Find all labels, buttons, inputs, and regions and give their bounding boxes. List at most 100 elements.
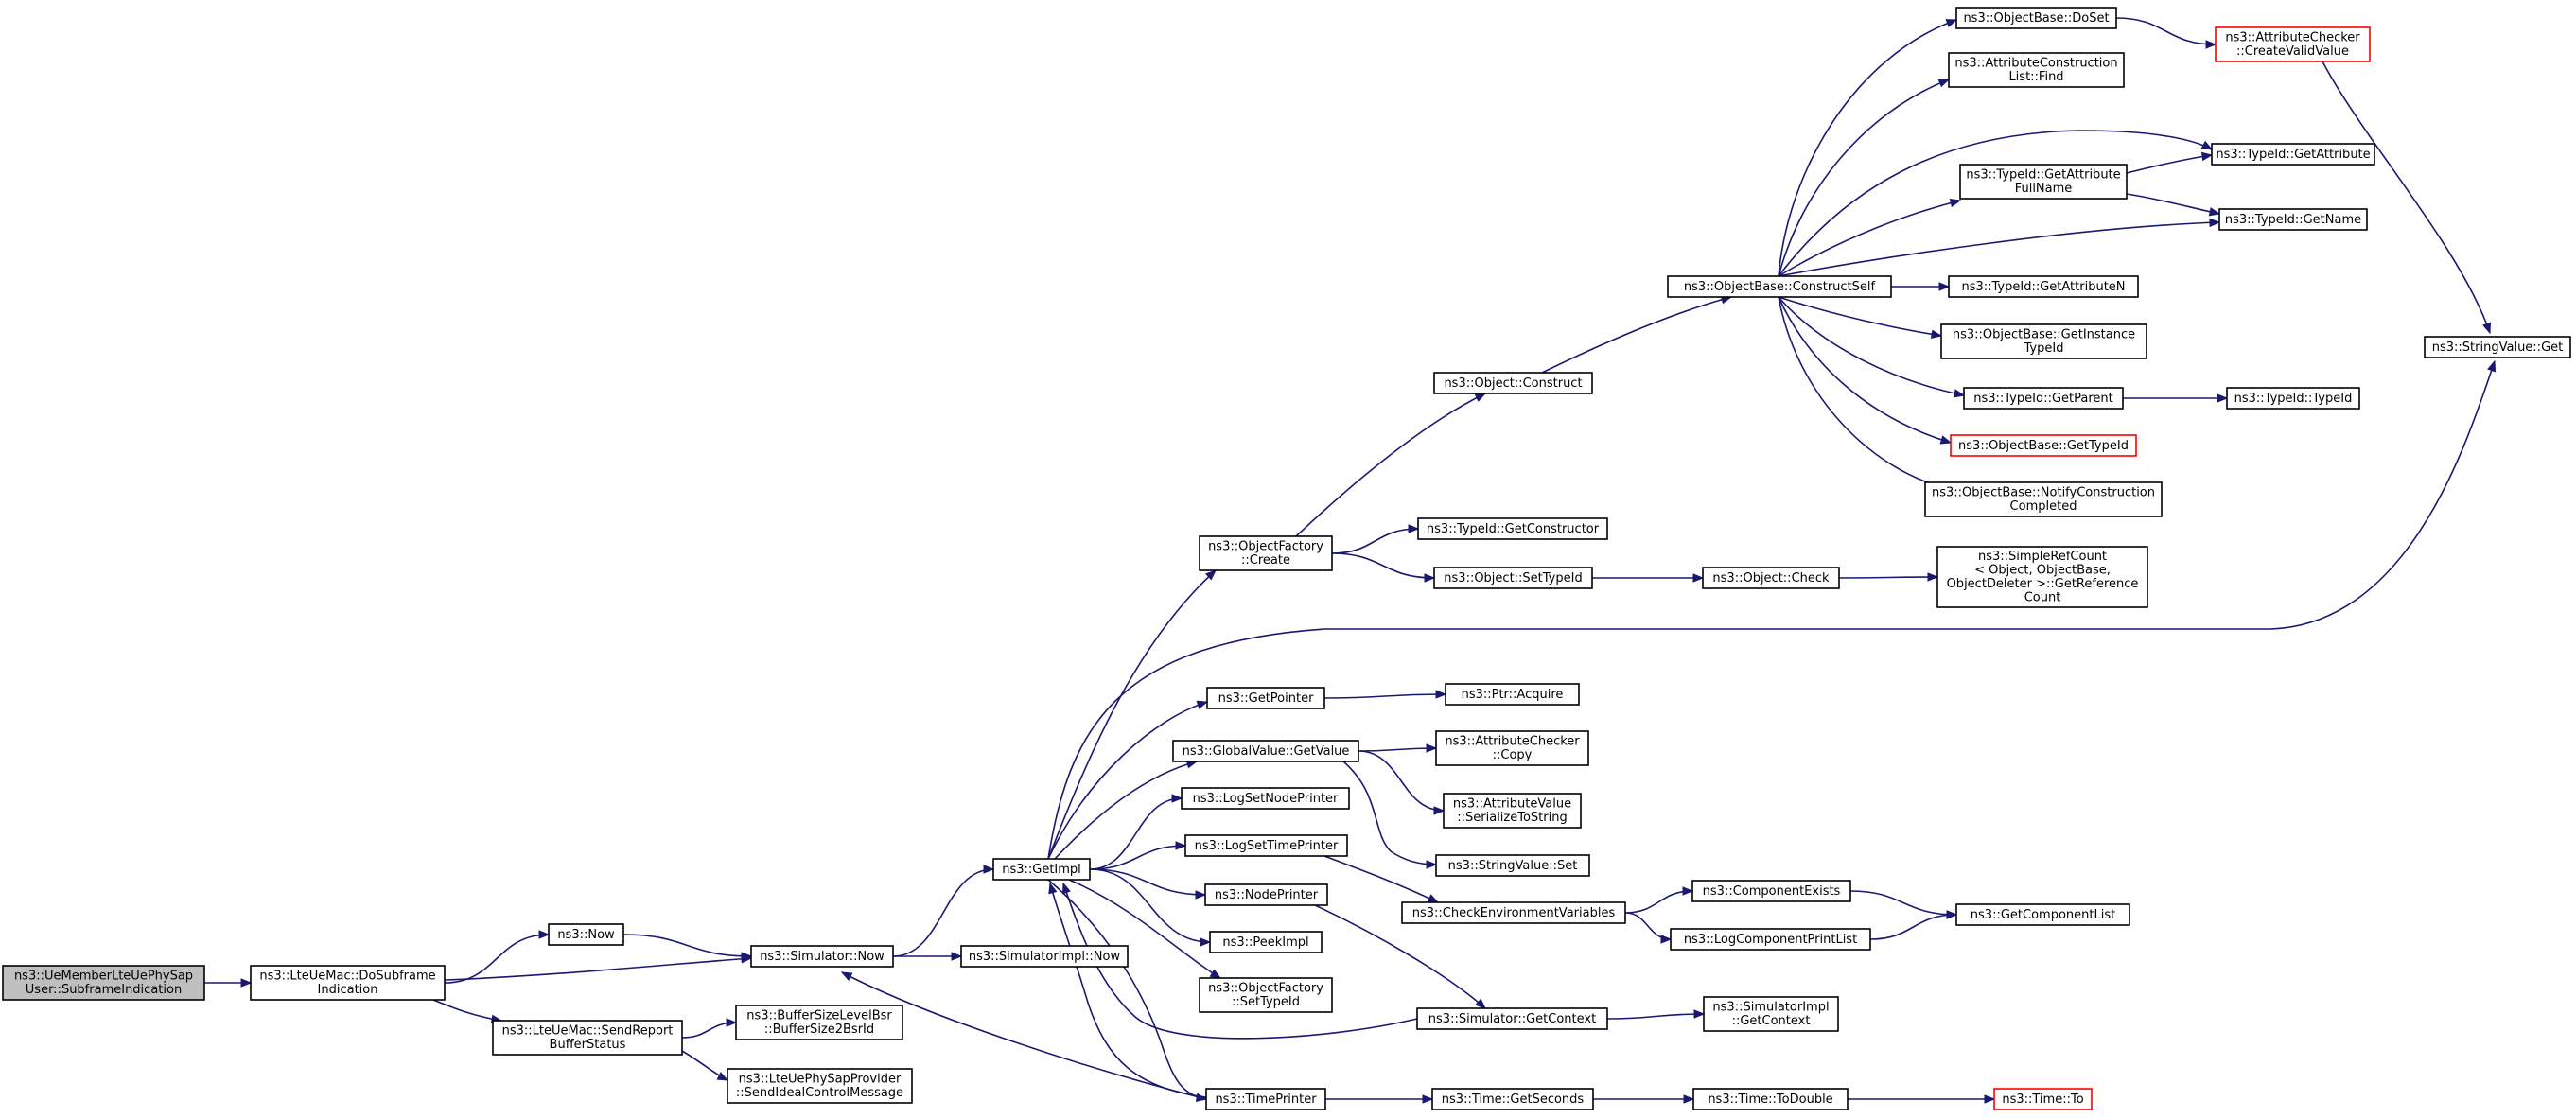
function-node-acCopy[interactable]: ns3::AttributeChecker::Copy — [1435, 730, 1589, 766]
node-label: ns3::Object::Check — [1712, 571, 1830, 586]
call-edge-doSubframe-to-now — [444, 930, 551, 984]
function-node-checkEnv[interactable]: ns3::CheckEnvironmentVariables — [1401, 901, 1626, 924]
function-node-objCheck[interactable]: ns3::Object::Check — [1702, 567, 1840, 589]
arrowhead-icon — [1930, 329, 1943, 340]
node-label: ns3::Simulator::Now — [760, 950, 885, 964]
node-label: ns3::TypeId::GetName — [2225, 213, 2361, 227]
edge-line — [1778, 296, 1942, 337]
function-node-simImplGetContext[interactable]: ns3::SimulatorImpl::GetContext — [1703, 996, 1839, 1032]
call-edge-logCompPrint-to-getComponentList — [1869, 910, 1958, 940]
call-edges — [204, 17, 2497, 1104]
call-edge-nodePrinter-to-simGetContext — [1314, 904, 1487, 1009]
arrowhead-icon — [1061, 882, 1071, 895]
arrowhead-icon — [1693, 1009, 1706, 1019]
function-node-tidGetAttribute[interactable]: ns3::TypeId::GetAttribute — [2211, 143, 2375, 166]
call-edge-gvGetValue-to-avSerialize — [1358, 750, 1446, 815]
node-box — [1416, 1007, 1608, 1030]
function-node-tidTypeId[interactable]: ns3::TypeId::TypeId — [2226, 387, 2360, 410]
call-edge-gvGetValue-to-acCopy — [1358, 743, 1438, 753]
function-node-svSet[interactable]: ns3::StringValue::Set — [1435, 854, 1590, 877]
edge-line — [1778, 200, 1961, 277]
edge-line — [1778, 19, 1957, 277]
function-node-ofCreate[interactable]: ns3::ObjectFactory::Create — [1199, 535, 1333, 571]
function-node-logCompPrint[interactable]: ns3::LogComponentPrintList — [1670, 928, 1871, 951]
call-edge-tidGetAttrFull-to-tidGetName — [2126, 193, 2221, 217]
node-box — [1433, 372, 1593, 394]
function-node-obNotify[interactable]: ns3::ObjectBase::NotifyConstructionCompl… — [1924, 481, 2163, 517]
function-node-ptrAcquire[interactable]: ns3::Ptr::Acquire — [1445, 683, 1580, 706]
function-node-getPointer[interactable]: ns3::GetPointer — [1206, 687, 1325, 709]
function-node-svGet[interactable]: ns3::StringValue::Get — [2424, 336, 2571, 358]
function-node-root[interactable]: ns3::UeMemberLteUePhySapUser::SubframeIn… — [2, 965, 205, 1001]
node-label: ns3::GetComponentList — [1971, 908, 2115, 922]
function-node-tidGetName[interactable]: ns3::TypeId::GetName — [2218, 208, 2368, 231]
node-label: ::SetTypeId — [1232, 995, 1300, 1009]
node-label: ns3::BufferSizeLevelBsr — [746, 1009, 892, 1023]
function-node-logSetNode[interactable]: ns3::LogSetNodePrinter — [1181, 787, 1350, 810]
arrowhead-icon — [1424, 573, 1436, 583]
function-node-ofSetTypeId[interactable]: ns3::ObjectFactory::SetTypeId — [1199, 977, 1333, 1013]
function-node-nodePrinter[interactable]: ns3::NodePrinter — [1204, 883, 1328, 906]
edge-line — [1331, 528, 1419, 554]
edge-line — [1849, 890, 1957, 916]
function-node-avSerialize[interactable]: ns3::AttributeValue::SerializeToString — [1443, 793, 1582, 829]
call-edge-getImpl-to-peekImpl — [1089, 868, 1212, 947]
node-label: ns3::AttributeValue — [1453, 797, 1571, 812]
function-node-simpleRef[interactable]: ns3::SimpleRefCount< Object, ObjectBase,… — [1936, 546, 2148, 608]
function-node-obConstructSelf[interactable]: ns3::ObjectBase::ConstructSelf — [1667, 275, 1892, 298]
arrowhead-icon — [1939, 435, 1953, 445]
node-label: ns3::TypeId::TypeId — [2234, 392, 2353, 406]
function-node-getComponentList[interactable]: ns3::GetComponentList — [1955, 903, 2130, 926]
function-node-tidGetCtor[interactable]: ns3::TypeId::GetConstructor — [1417, 517, 1608, 540]
function-node-objConstruct[interactable]: ns3::Object::Construct — [1433, 372, 1593, 394]
edge-line — [1358, 750, 1445, 812]
function-node-sendIdeal[interactable]: ns3::LteUePhySapProvider::SendIdealContr… — [727, 1068, 913, 1104]
function-node-bsr[interactable]: ns3::BufferSizeLevelBsr::BufferSize2BsrI… — [735, 1005, 903, 1040]
function-node-simGetContext[interactable]: ns3::Simulator::GetContext — [1416, 1007, 1608, 1030]
function-node-acCreateValid[interactable]: ns3::AttributeChecker::CreateValidValue — [2215, 26, 2371, 62]
node-label: ::Create — [1241, 553, 1290, 568]
node-label: BufferStatus — [550, 1038, 626, 1052]
function-node-timePrinter[interactable]: ns3::TimePrinter — [1205, 1088, 1326, 1110]
function-node-timeGetSeconds[interactable]: ns3::Time::GetSeconds — [1431, 1088, 1594, 1110]
function-node-logSetTime[interactable]: ns3::LogSetTimePrinter — [1184, 834, 1348, 857]
function-node-obDoSet[interactable]: ns3::ObjectBase::DoSet — [1955, 7, 2117, 29]
call-edge-timeToDouble-to-timeTo — [1848, 1094, 1996, 1104]
edge-line — [1049, 883, 1207, 1098]
node-label: ns3::TypeId::GetAttribute — [2216, 148, 2370, 162]
edge-line — [1047, 701, 1208, 860]
function-node-gvGetValue[interactable]: ns3::GlobalValue::GetValue — [1172, 740, 1359, 762]
function-node-timeTo[interactable]: ns3::Time::To — [1993, 1088, 2093, 1110]
node-label: ns3::LteUeMac::DoSubframe — [259, 970, 435, 984]
function-node-timeToDouble[interactable]: ns3::Time::ToDouble — [1692, 1088, 1849, 1110]
node-label: < Object, ObjectBase, — [1974, 564, 2111, 578]
arrowhead-icon — [2205, 40, 2217, 49]
call-edge-getImpl-to-logSetNode — [1089, 794, 1183, 870]
function-node-objSetTypeId[interactable]: ns3::Object::SetTypeId — [1433, 567, 1593, 589]
node-label: ::SendIdealControlMessage — [736, 1086, 903, 1100]
call-edge-obConstructSelf-to-tidGetParent — [1778, 296, 1966, 398]
node-label: ::SerializeToString — [1457, 811, 1567, 825]
function-node-obGetTypeId[interactable]: ns3::ObjectBase::GetTypeId — [1950, 434, 2137, 457]
arrowhead-icon — [2217, 393, 2229, 403]
function-node-compExists[interactable]: ns3::ComponentExists — [1691, 880, 1851, 902]
call-edge-simNow-to-simImplNow — [892, 952, 963, 961]
function-node-peekImpl[interactable]: ns3::PeekImpl — [1209, 931, 1323, 953]
node-box — [1940, 323, 2147, 359]
arrowhead-icon — [1171, 794, 1183, 803]
function-node-tidGetAttrN[interactable]: ns3::TypeId::GetAttributeN — [1948, 275, 2139, 298]
function-node-simNow[interactable]: ns3::Simulator::Now — [750, 945, 894, 968]
arrowhead-icon — [2208, 207, 2221, 217]
function-node-tidGetParent[interactable]: ns3::TypeId::GetParent — [1963, 387, 2124, 410]
function-node-getImpl[interactable]: ns3::GetImpl — [992, 858, 1091, 881]
edge-line — [1778, 221, 2220, 277]
function-node-now[interactable]: ns3::Now — [548, 923, 624, 946]
function-node-simImplNow[interactable]: ns3::SimulatorImpl::Now — [960, 945, 1129, 968]
arrowhead-icon — [1949, 198, 1962, 208]
